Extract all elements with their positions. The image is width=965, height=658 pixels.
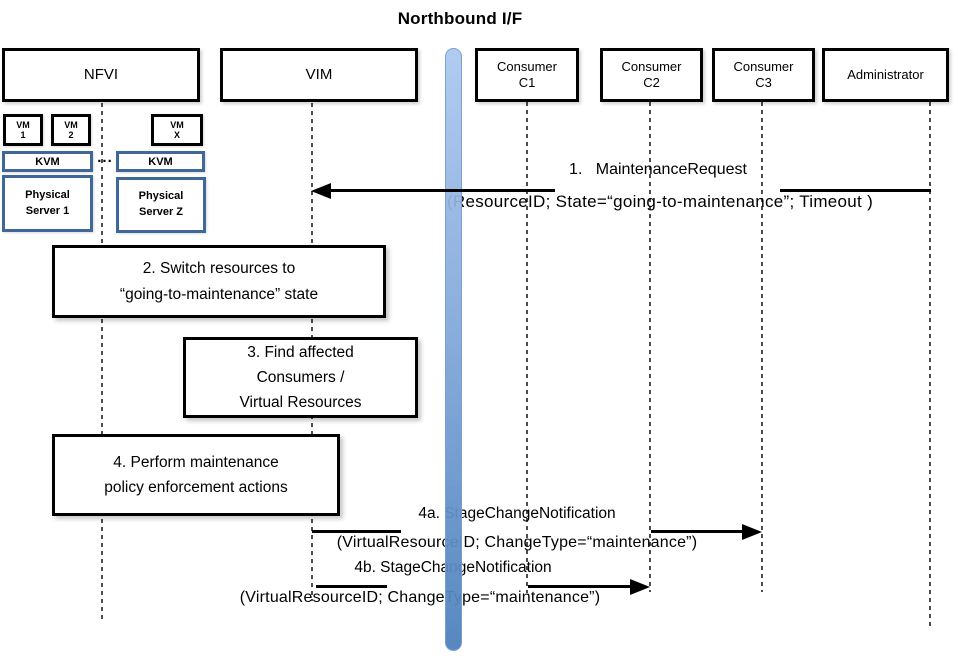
ellipsis-dots: ... <box>97 149 113 166</box>
kvm-right-label: KVM <box>148 155 173 168</box>
vm2-box: VM 2 <box>51 114 91 146</box>
actor-label-administrator: Administrator <box>847 66 924 82</box>
actor-label-consumer: Consumer <box>621 58 682 74</box>
actor-box-vim: VIM <box>220 48 418 102</box>
consumer-c3-lifeline <box>761 102 763 592</box>
vmx-label-bottom: X <box>173 130 180 140</box>
step4-line2: policy enforcement actions <box>104 479 288 496</box>
message4b-arrow-line <box>316 585 387 588</box>
kvm-left-label: KVM <box>35 155 60 168</box>
diagram-title: Northbound I/F <box>397 9 523 28</box>
actor-box-consumer-c1: Consumer C1 <box>475 48 579 102</box>
physical-server-1-label-bottom: Server 1 <box>25 204 70 217</box>
activity-box-step4: 4. Perform maintenance policy enforcemen… <box>52 434 340 516</box>
vm1-label-top: VM <box>16 119 30 130</box>
physical-server-z-label-top: Physical <box>138 190 184 203</box>
northbound-if-bar <box>445 48 462 651</box>
message4b-arrowhead-right-icon <box>630 579 650 595</box>
vm1-box: VM 1 <box>3 114 43 146</box>
actor-label-c1: C1 <box>518 75 536 90</box>
message1-title: 1. MaintenanceRequest <box>569 161 747 178</box>
kvm-left-box: KVM <box>2 151 93 172</box>
message4a-title: 4a. StageChangeNotification <box>418 505 616 522</box>
vmx-label-top: VM <box>170 119 184 130</box>
message1-params: (ResourceID; State=“going-to-maintenance… <box>446 192 874 211</box>
step3-line3: Virtual Resources <box>239 394 362 412</box>
actor-label-consumer: Consumer <box>733 58 794 74</box>
actor-label-c2: C2 <box>643 75 660 90</box>
vm2-label-bottom: 2 <box>68 130 74 140</box>
message4a-params: (VirtualResourceID; ChangeType=“maintena… <box>336 534 698 551</box>
message1-arrow-line <box>330 189 555 192</box>
administrator-lifeline <box>929 102 931 630</box>
vmx-box: VM X <box>151 114 203 146</box>
step4-line1: 4. Perform maintenance <box>113 453 279 471</box>
kvm-right-box: KVM <box>116 151 205 172</box>
vm1-label-bottom: 1 <box>20 130 26 140</box>
physical-server-1-label-top: Physical <box>25 188 70 201</box>
message4a-arrowhead-right-icon <box>742 524 762 540</box>
actor-box-nfvi: NFVI <box>2 48 200 102</box>
message4a-arrow-line <box>651 530 745 533</box>
actor-label-consumer: Consumer <box>497 58 557 74</box>
message4b-title: 4b. StageChangeNotification <box>354 559 552 576</box>
step2-line1: 2. Switch resources to <box>142 260 296 278</box>
actor-label-vim: VIM <box>305 65 333 83</box>
activity-box-step3: 3. Find affected Consumers / Virtual Res… <box>183 337 418 418</box>
message4b-params: (VirtualResourceID; ChangeType=“maintena… <box>239 589 601 606</box>
step3-line2: Consumers / <box>256 368 345 386</box>
nfvi-lifeline <box>101 103 103 620</box>
consumer-c1-lifeline <box>526 102 528 593</box>
step3-line1: 3. Find affected <box>247 343 354 361</box>
actor-label-nfvi: NFVI <box>83 65 119 83</box>
message4a-arrow-line <box>312 530 401 533</box>
activity-box-step2: 2. Switch resources to “going-to-mainten… <box>52 245 386 318</box>
physical-server-1-box: Physical Server 1 <box>2 175 93 232</box>
physical-server-z-box: Physical Server Z <box>116 177 206 233</box>
vm2-label-top: VM <box>64 119 78 130</box>
message1-arrow-line <box>780 189 931 192</box>
actor-box-administrator: Administrator <box>822 48 949 102</box>
actor-label-c3: C3 <box>755 75 772 90</box>
actor-box-consumer-c3: Consumer C3 <box>712 48 815 102</box>
physical-server-z-label-bottom: Server Z <box>138 206 184 218</box>
consumer-c2-lifeline <box>649 102 651 592</box>
message1-arrowhead-left-icon <box>311 183 331 199</box>
step2-line2: “going-to-maintenance” state <box>119 285 319 303</box>
actor-box-consumer-c2: Consumer C2 <box>600 48 703 102</box>
message4b-arrow-line <box>528 585 634 588</box>
